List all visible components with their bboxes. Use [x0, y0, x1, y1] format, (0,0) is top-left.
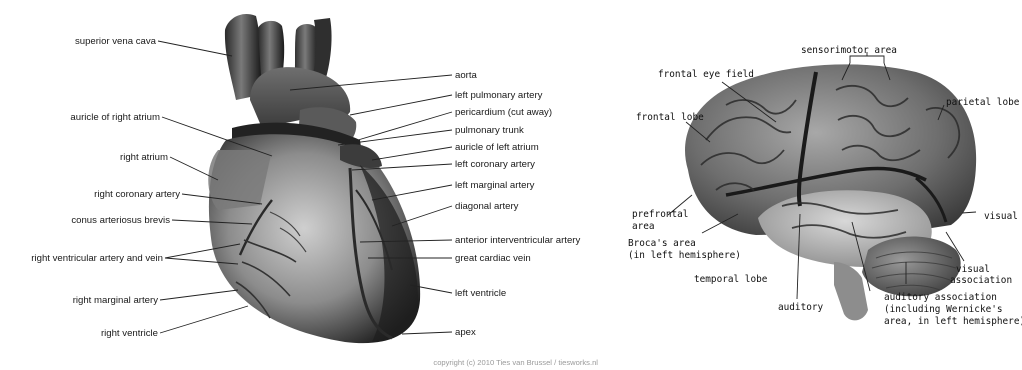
- label-visual: visual: [984, 211, 1018, 222]
- heart-labels-left: superior vena cava auricle of right atri…: [31, 36, 180, 339]
- brain-svg: sensorimotor area frontal eye field pari…: [606, 0, 1022, 370]
- label-apex: apex: [455, 327, 476, 338]
- label-auricle-left-atrium: auricle of left atrium: [455, 142, 539, 153]
- brain-diagram: sensorimotor area frontal eye field pari…: [606, 0, 1022, 370]
- label-right-marginal-artery: right marginal artery: [73, 295, 159, 306]
- label-brocas-line2: (in left hemisphere): [628, 250, 741, 261]
- heart-illustration: [208, 14, 420, 343]
- label-auricle-right-atrium: auricle of right atrium: [70, 112, 160, 123]
- label-prefrontal-line2: area: [632, 221, 655, 232]
- label-aorta: aorta: [455, 70, 478, 81]
- label-visual-association-line1: visual: [956, 264, 990, 275]
- label-left-coronary-artery: left coronary artery: [455, 159, 535, 170]
- heart-labels-right: aorta left pulmonary artery pericardium …: [455, 70, 581, 338]
- label-frontal-lobe: frontal lobe: [636, 112, 704, 123]
- label-pulmonary-trunk: pulmonary trunk: [455, 125, 524, 136]
- label-right-ventricle: right ventricle: [101, 328, 158, 339]
- label-right-coronary-artery: right coronary artery: [94, 189, 180, 200]
- heart-svg: superior vena cava auricle of right atri…: [0, 0, 606, 370]
- label-great-cardiac-vein: great cardiac vein: [455, 253, 531, 264]
- label-auditory-association-line2: (including Wernicke's: [884, 304, 1003, 315]
- label-brocas-line1: Broca's area: [628, 238, 696, 249]
- label-left-marginal-artery: left marginal artery: [455, 180, 535, 191]
- label-parietal-lobe: parietal lobe: [946, 97, 1020, 108]
- label-auditory-association-line1: auditory association: [884, 292, 997, 303]
- heart-diagram: superior vena cava auricle of right atri…: [0, 0, 606, 370]
- copyright-text: copyright (c) 2010 Ties van Brussel / ti…: [433, 358, 598, 367]
- label-right-atrium: right atrium: [120, 152, 168, 163]
- label-superior-vena-cava: superior vena cava: [75, 36, 157, 47]
- label-anterior-interventricular-artery: anterior interventricular artery: [455, 235, 581, 246]
- label-sensorimotor-area: sensorimotor area: [801, 45, 897, 56]
- label-pericardium: pericardium (cut away): [455, 107, 552, 118]
- label-auditory-association-line3: area, in left hemisphere): [884, 316, 1022, 327]
- label-prefrontal-line1: prefrontal: [632, 209, 688, 220]
- label-conus-arteriosus-brevis: conus arteriosus brevis: [71, 215, 170, 226]
- label-left-pulmonary-artery: left pulmonary artery: [455, 90, 543, 101]
- label-visual-association-line2: association: [950, 275, 1012, 286]
- label-diagonal-artery: diagonal artery: [455, 201, 519, 212]
- label-temporal-lobe: temporal lobe: [694, 274, 768, 285]
- label-auditory: auditory: [778, 302, 824, 313]
- label-right-ventricular-artery-vein: right ventricular artery and vein: [31, 253, 163, 264]
- label-left-ventricle: left ventricle: [455, 288, 506, 299]
- label-frontal-eye-field: frontal eye field: [658, 69, 754, 80]
